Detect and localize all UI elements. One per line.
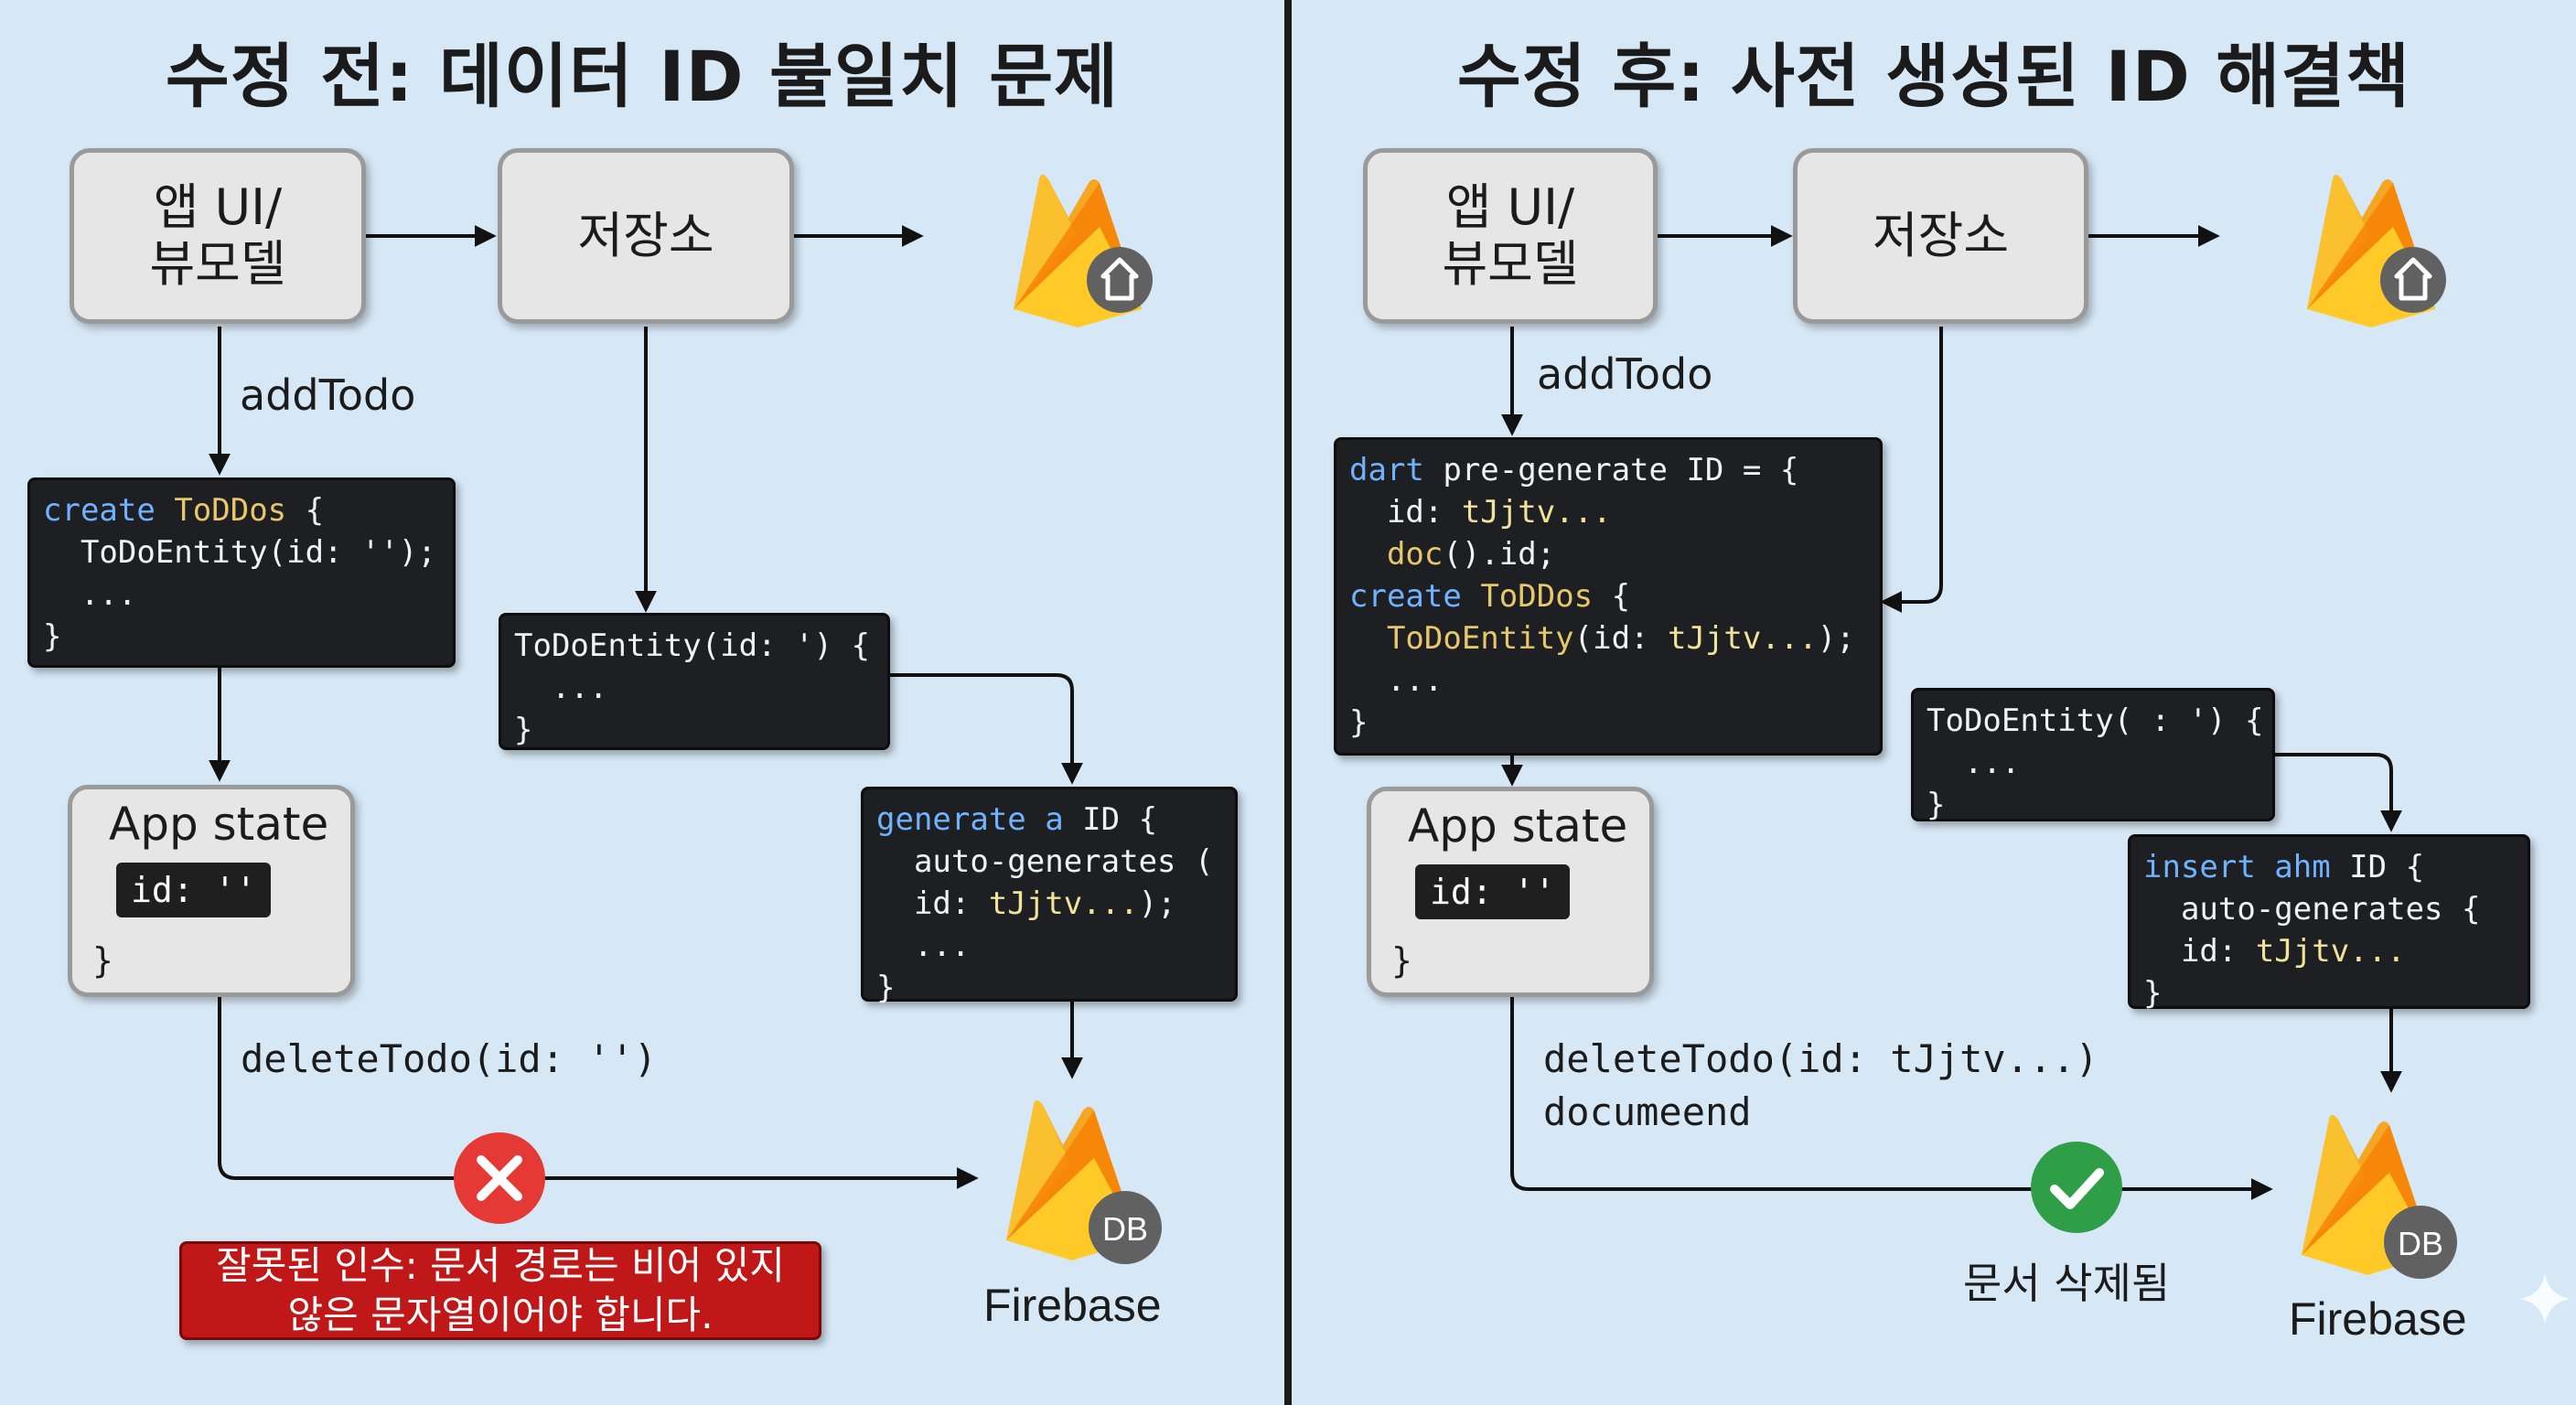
app-state-id-value: id: '' <box>116 863 272 917</box>
code-line: } <box>1927 787 1946 823</box>
repo-entity-code-block: ToDoEntity(id: ') { ...} <box>499 613 890 750</box>
app-state-brace: } <box>1391 940 1412 981</box>
code-line: } <box>1349 704 1368 741</box>
firebase-cloud-icon <box>2307 175 2446 327</box>
app-ui-viewmodel-box: 앱 UI/ 뷰모델 <box>70 148 366 324</box>
success-check-icon <box>2031 1142 2122 1233</box>
code-line: ... <box>514 670 608 706</box>
repo-entity-code-block: ToDoEntity( : ') { ...} <box>1911 688 2275 823</box>
db-badge-text: DB <box>1102 1210 1148 1248</box>
code-line: } <box>514 712 533 748</box>
code-line: ... <box>1927 745 2021 781</box>
before-fix-title: 수정 전: 데이터 ID 불일치 문제 <box>165 36 1120 117</box>
code-type: ToDDos <box>1480 578 1594 615</box>
code-line: ToDoEntity(id: ') { <box>514 627 870 664</box>
app-state-id-value: id: '' <box>1415 864 1571 919</box>
pregenerate-id-code-block: dart pre-generate ID = { id: tJjtv... do… <box>1334 437 1883 756</box>
code-type: doc <box>1386 536 1444 573</box>
code-line: ... <box>43 576 137 613</box>
firebase-label: Firebase <box>983 1280 1162 1331</box>
app-state-title: App state <box>109 798 329 851</box>
code-line: ToDoEntity( : ') { <box>1927 702 2264 739</box>
arrow-entity-to-insert <box>2275 753 2402 832</box>
repository-label: 저장소 <box>577 206 714 264</box>
firebase-label: Firebase <box>2289 1293 2467 1345</box>
code-line: } <box>2143 975 2163 1012</box>
after-fix-panel: 수정 후: 사전 생성된 ID 해결책 앱 UI/ 뷰모델 저장소 <box>1292 0 2576 1405</box>
document-label: documeend <box>1543 1089 1752 1134</box>
before-fix-panel: 수정 전: 데이터 ID 불일치 문제 앱 UI/ 뷰모델 저장소 <box>0 0 1284 1405</box>
code-value: tJjtv... <box>2255 933 2406 970</box>
generate-id-code-block: generate a ID { auto-generates ( id: tJj… <box>861 787 1238 1006</box>
code-line: ... <box>1349 662 1444 699</box>
code-type: ToDoEntity <box>1386 620 1574 657</box>
code-line: } <box>876 970 896 1006</box>
app-ui-viewmodel-label: 앱 UI/ 뷰모델 <box>1442 177 1579 293</box>
create-todo-code-block: create ToDDos { ToDoEntity(id: ''); ...} <box>27 477 456 668</box>
code-keyword: insert ahm <box>2143 849 2331 885</box>
repository-box: 저장소 <box>498 148 794 324</box>
code-line: auto-generates ( <box>876 843 1214 880</box>
code-line: auto-generates { <box>2143 891 2481 928</box>
repository-label: 저장소 <box>1872 206 2010 264</box>
code-line: ... <box>876 928 971 964</box>
delete-todo-label: deleteTodo(id: tJjtv...) <box>1543 1036 2098 1081</box>
code-line: ToDoEntity(id: ''); <box>43 534 436 571</box>
sparkle-icon <box>2519 1273 2571 1325</box>
app-state-box: App state id: '' } <box>68 785 355 997</box>
panel-divider <box>1284 0 1292 1405</box>
add-todo-label: addTodo <box>1537 349 1713 399</box>
code-keyword: generate a <box>876 801 1064 838</box>
firebase-cloud-icon <box>1014 175 1153 327</box>
error-x-icon <box>454 1132 545 1224</box>
firebase-db-icon: DB <box>2302 1115 2457 1279</box>
error-message-banner: 잘못된 인수: 문서 경로는 비어 있지 않은 문자열이어야 합니다. <box>179 1241 821 1340</box>
code-line: } <box>43 618 62 655</box>
app-state-brace: } <box>92 940 113 981</box>
insert-id-code-block: insert ahm ID { auto-generates { id: tJj… <box>2128 834 2530 1012</box>
code-keyword: dart <box>1349 452 1424 488</box>
after-fix-title: 수정 후: 사전 생성된 ID 해결책 <box>1456 36 2411 117</box>
code-keyword: create <box>43 492 156 529</box>
repository-box: 저장소 <box>1793 148 2088 324</box>
arrow-delete-to-db <box>218 997 979 1189</box>
code-keyword: create <box>1349 578 1462 615</box>
code-value: tJjtv... <box>1461 494 1612 531</box>
app-ui-viewmodel-box: 앱 UI/ 뷰모델 <box>1363 148 1658 324</box>
app-state-title: App state <box>1408 799 1628 853</box>
app-ui-viewmodel-label: 앱 UI/ 뷰모델 <box>149 177 286 293</box>
code-value: tJjtv... <box>988 885 1139 922</box>
add-todo-label: addTodo <box>240 370 416 420</box>
db-badge-text: DB <box>2398 1225 2443 1262</box>
delete-todo-label: deleteTodo(id: '') <box>241 1036 658 1081</box>
firebase-db-icon: DB <box>1006 1100 1162 1264</box>
code-value: tJjtv... <box>1668 620 1818 657</box>
arrow-entity-to-generate <box>889 673 1083 785</box>
app-state-box: App state id: '' } <box>1367 787 1654 997</box>
code-type: ToDDos <box>174 492 287 529</box>
arrow-repo-to-pregen <box>1880 327 1943 613</box>
success-message: 문서 삭제됨 <box>1963 1259 2171 1308</box>
